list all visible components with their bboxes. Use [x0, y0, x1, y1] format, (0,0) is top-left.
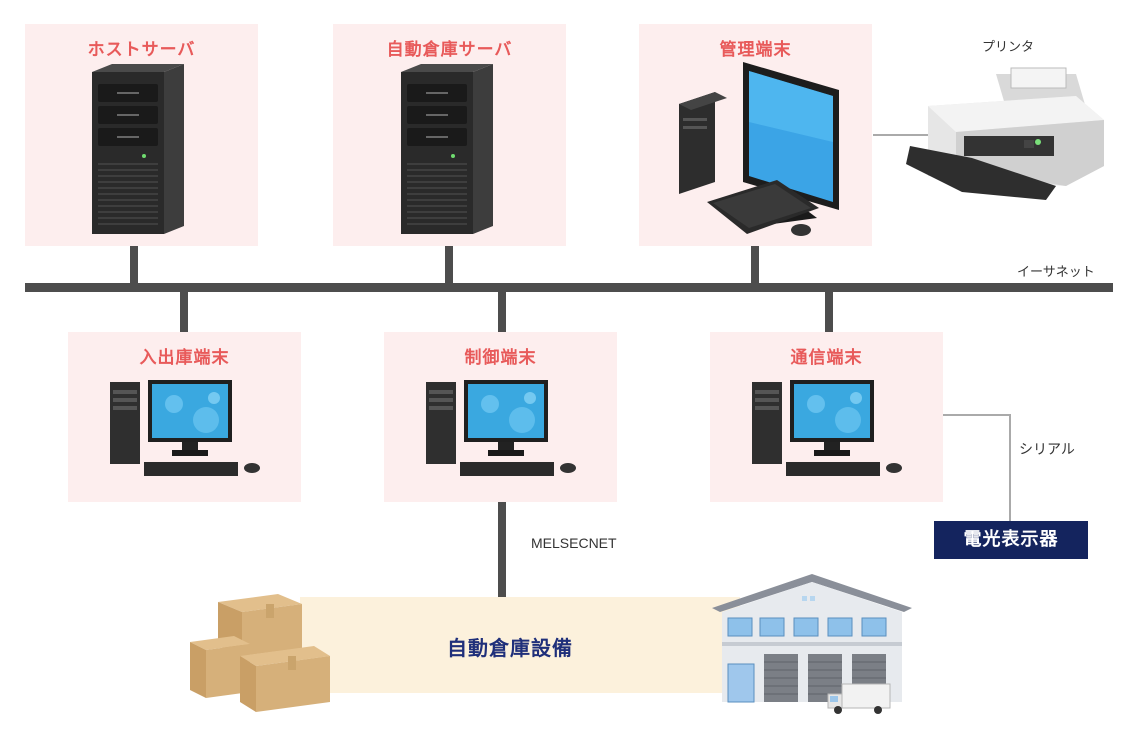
- control-terminal-title: 制御端末: [464, 348, 537, 368]
- inout-terminal-panel: 入出庫端末: [68, 332, 301, 502]
- server-icon: [92, 64, 184, 234]
- server-icon: [401, 64, 493, 234]
- management-terminal-title: 管理端末: [719, 40, 792, 60]
- desktop-computer-icon: [110, 380, 260, 476]
- delivery-truck-icon: [827, 683, 891, 714]
- desktop-computer-icon: [752, 380, 902, 476]
- host-server-title: ホストサーバ: [87, 40, 196, 60]
- ethernet-bus: [25, 283, 1113, 292]
- comm-terminal-drop: [825, 290, 833, 332]
- comm-terminal-title: 通信端末: [790, 348, 863, 368]
- auto-warehouse-server-drop: [445, 246, 453, 286]
- management-terminal-drop: [751, 246, 759, 286]
- control-terminal-drop: [498, 290, 506, 332]
- serial-label: シリアル: [1019, 441, 1075, 457]
- inout-terminal-drop: [180, 290, 188, 332]
- desktop-computer-icon: [679, 62, 839, 236]
- display-badge: 電光表示器: [934, 521, 1088, 559]
- host-server-drop: [130, 246, 138, 286]
- melsecnet-line: [498, 500, 506, 597]
- serial-connector-h: [943, 414, 1011, 416]
- cardboard-boxes-icon: [190, 594, 330, 712]
- control-terminal-panel: 制御端末: [384, 332, 617, 502]
- inout-terminal-title: 入出庫端末: [139, 348, 230, 368]
- host-server-panel: ホストサーバ: [25, 24, 258, 246]
- warehouse-building-icon: [712, 574, 912, 703]
- auto-warehouse-server-title: 自動倉庫サーバ: [386, 40, 513, 60]
- serial-connector-v: [1009, 414, 1011, 522]
- comm-terminal-panel: 通信端末: [710, 332, 943, 502]
- facility-title: 自動倉庫設備: [447, 636, 573, 660]
- facility-band: [300, 597, 740, 693]
- printer-label: プリンタ: [982, 39, 1035, 54]
- printer-icon: [906, 67, 1104, 200]
- melsecnet-label: MELSECNET: [531, 535, 617, 551]
- management-terminal-panel: 管理端末: [639, 24, 872, 246]
- ethernet-label: イーサネット: [1017, 264, 1095, 279]
- auto-warehouse-server-panel: 自動倉庫サーバ: [333, 24, 566, 246]
- desktop-computer-icon: [426, 380, 576, 476]
- printer-connector: [873, 134, 933, 136]
